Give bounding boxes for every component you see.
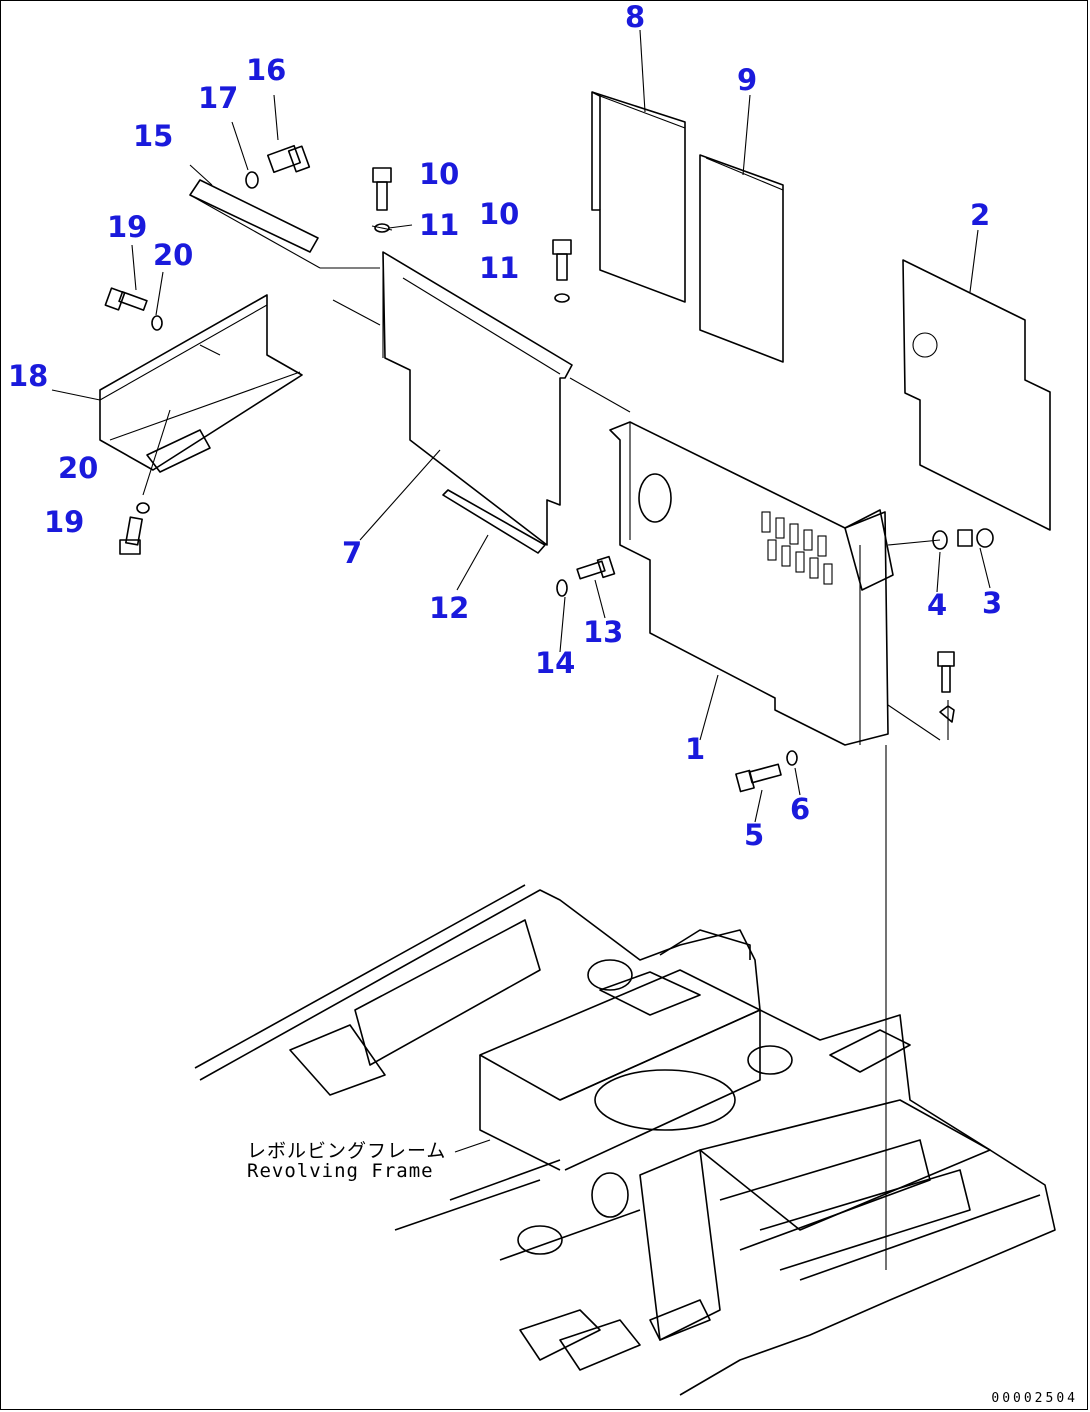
part-20-washer-b bbox=[136, 502, 150, 514]
part-18-channel bbox=[99, 294, 303, 473]
part-16-bolt bbox=[266, 144, 311, 174]
callout-19-b: 19 bbox=[44, 505, 85, 539]
callout-8: 8 bbox=[625, 0, 646, 34]
part-13-bolt bbox=[576, 555, 616, 580]
revolving-frame-label: レボルビングフレーム Revolving Frame bbox=[247, 1140, 447, 1182]
part-7-cover bbox=[382, 251, 573, 546]
callout-20-a: 20 bbox=[153, 238, 194, 272]
part-3-bolt bbox=[957, 528, 994, 548]
part-17-washer bbox=[245, 171, 259, 189]
callout-20-b: 20 bbox=[58, 451, 99, 485]
part-11-washer-b bbox=[554, 293, 570, 303]
callout-12: 12 bbox=[429, 591, 470, 625]
callout-7: 7 bbox=[342, 536, 363, 570]
part-15-bracket bbox=[189, 179, 321, 269]
callout-13: 13 bbox=[583, 615, 624, 649]
callout-16: 16 bbox=[246, 53, 287, 87]
callout-19-a: 19 bbox=[107, 210, 148, 244]
callout-11-b: 11 bbox=[479, 251, 520, 285]
part-20-washer-a bbox=[151, 315, 163, 331]
part-8-pad bbox=[591, 91, 686, 303]
part-5-bolt bbox=[735, 763, 782, 793]
revolving-frame-label-en: Revolving Frame bbox=[247, 1159, 434, 1182]
revolving-frame bbox=[194, 884, 1056, 1396]
drawing-code: 00002504 bbox=[991, 1391, 1078, 1406]
assembly-lines bbox=[51, 29, 991, 1270]
callout-17: 17 bbox=[198, 81, 239, 115]
part-14-washer bbox=[556, 579, 568, 597]
part-19-bolt-a bbox=[104, 287, 148, 311]
callout-11-a: 11 bbox=[419, 208, 460, 242]
part-10-bolt-b bbox=[552, 239, 572, 281]
part-4-washer bbox=[932, 530, 948, 550]
revolving-frame-label-jp: レボルビングフレーム bbox=[247, 1140, 447, 1162]
callout-10-a: 10 bbox=[419, 157, 460, 191]
part-9-pad bbox=[699, 154, 784, 363]
part-10-bolt-a bbox=[372, 167, 392, 211]
callout-2: 2 bbox=[970, 198, 991, 232]
side-bolt bbox=[937, 651, 955, 723]
callout-3: 3 bbox=[982, 586, 1003, 620]
part-2-panel bbox=[902, 259, 1051, 531]
callout-14: 14 bbox=[535, 646, 576, 680]
part-6-washer bbox=[786, 750, 798, 766]
part-19-bolt-b bbox=[119, 516, 143, 555]
part-12-strip bbox=[442, 489, 546, 554]
callout-15: 15 bbox=[133, 119, 174, 153]
callout-10-b: 10 bbox=[479, 197, 520, 231]
callout-5: 5 bbox=[744, 818, 765, 852]
callout-4: 4 bbox=[927, 588, 948, 622]
part-1-main-panel bbox=[609, 421, 894, 746]
callout-1: 1 bbox=[685, 732, 706, 766]
callout-6: 6 bbox=[790, 792, 811, 826]
callout-9: 9 bbox=[737, 63, 758, 97]
callout-18: 18 bbox=[8, 359, 49, 393]
